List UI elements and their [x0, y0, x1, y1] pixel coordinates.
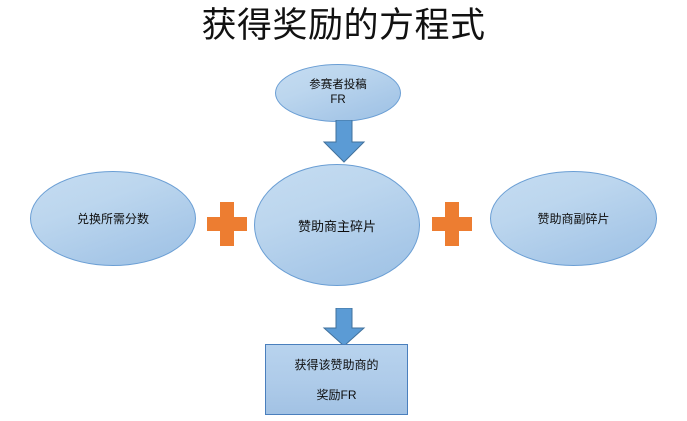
- node-sponsor-reward-line2: 奖励FR: [316, 387, 357, 402]
- plus-icon-right: [432, 202, 472, 246]
- node-submission-line2: FR: [330, 94, 346, 106]
- arrow-down-icon-top: [322, 120, 366, 164]
- node-sponsor-sub-shard-label: 赞助商副碎片: [537, 212, 610, 226]
- arrow-down-icon-bottom: [322, 308, 366, 348]
- page-title: 获得奖励的方程式: [201, 6, 486, 45]
- plus-icon-left: [207, 202, 247, 246]
- node-required-points[interactable]: 兑换所需分数: [30, 171, 196, 266]
- node-sponsor-reward-label: 获得该赞助商的 奖励FR: [266, 350, 407, 410]
- node-required-points-label: 兑换所需分数: [76, 212, 149, 226]
- node-sponsor-main-shard[interactable]: 赞助商主碎片: [254, 164, 420, 286]
- node-submission-label: 参赛者投稿 FR: [276, 78, 400, 108]
- node-sponsor-main-shard-label: 赞助商主碎片: [297, 218, 376, 234]
- node-sponsor-reward-line1: 获得该赞助商的: [294, 357, 379, 372]
- node-submission[interactable]: 参赛者投稿 FR: [275, 64, 401, 122]
- plus-bar-vertical: [220, 202, 234, 246]
- plus-bar-vertical: [445, 202, 459, 246]
- node-sponsor-reward[interactable]: 获得该赞助商的 奖励FR: [265, 344, 408, 415]
- node-submission-line1: 参赛者投稿: [309, 79, 367, 91]
- node-sponsor-sub-shard[interactable]: 赞助商副碎片: [490, 171, 657, 266]
